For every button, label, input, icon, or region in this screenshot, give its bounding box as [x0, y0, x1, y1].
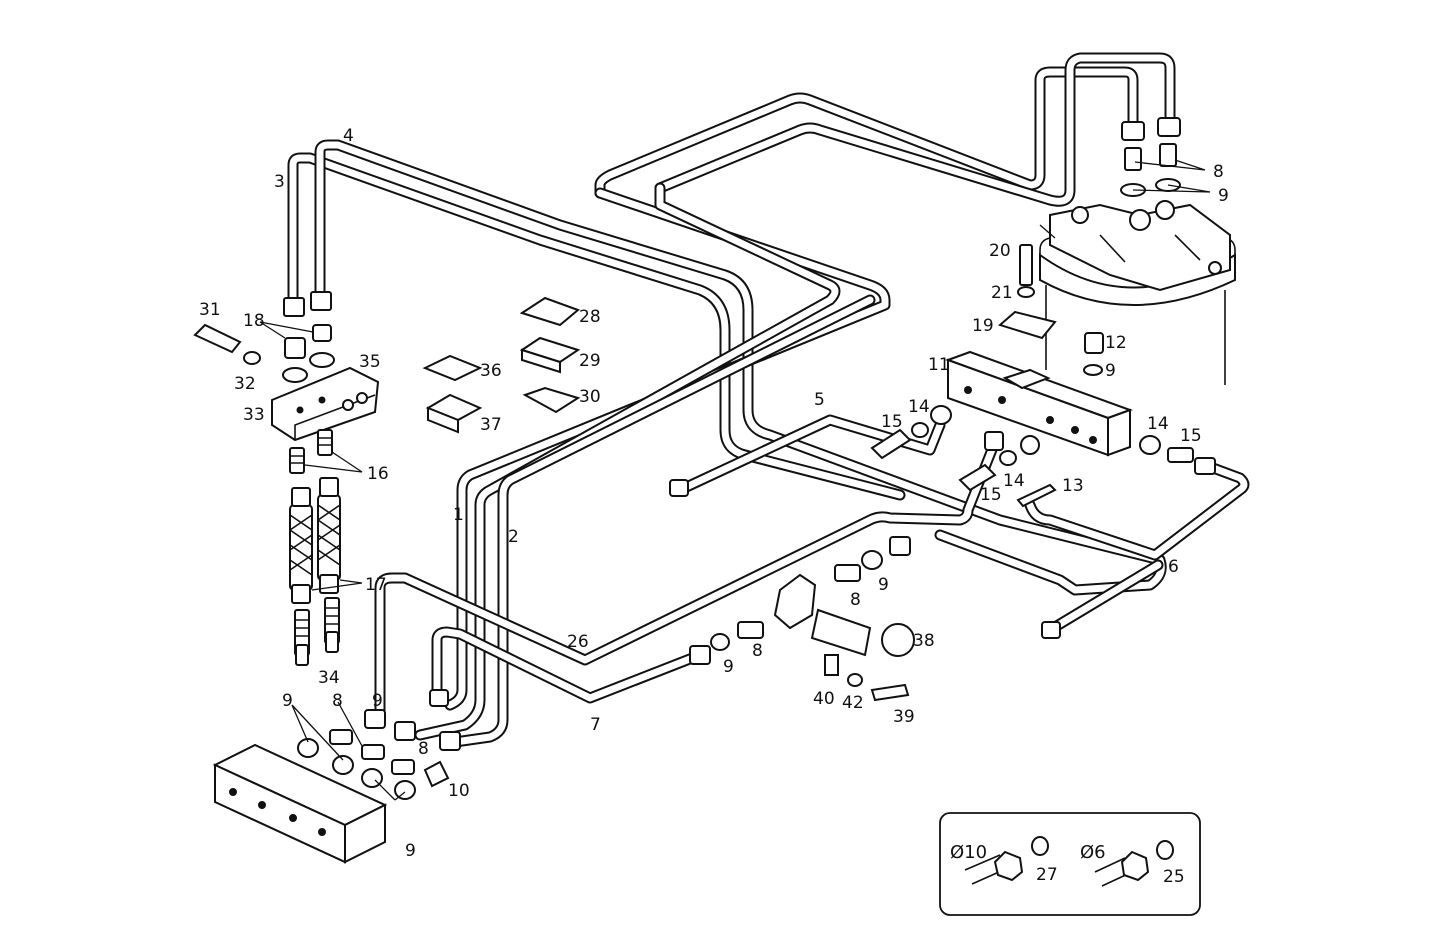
- callout-42: 42: [842, 693, 864, 713]
- leader-lines: [259, 159, 1211, 801]
- fittings: [193, 117, 1216, 800]
- callout-14b: 14: [1003, 471, 1025, 491]
- callout-39: 39: [893, 707, 915, 727]
- clamp-set: [422, 296, 581, 434]
- inset-callout-25: 25: [1163, 867, 1185, 887]
- callout-38: 38: [913, 631, 935, 651]
- callout-5: 5: [814, 390, 825, 410]
- callout-15a: 15: [881, 412, 903, 432]
- callout-9b: 9: [1105, 361, 1116, 381]
- callout-31: 31: [199, 300, 221, 320]
- callout-4: 4: [343, 126, 354, 146]
- bracket-33: [271, 366, 380, 442]
- callout-34: 34: [318, 668, 340, 688]
- callout-30: 30: [579, 387, 601, 407]
- hose-assembly: [289, 429, 341, 666]
- callout-13: 13: [1062, 476, 1084, 496]
- callout-36: 36: [480, 361, 502, 381]
- inset-box: Ø10 Ø6 27 25: [939, 812, 1201, 916]
- callout-8d: 8: [332, 691, 343, 711]
- callout-33: 33: [243, 405, 265, 425]
- inset-callout-27: 27: [1036, 865, 1058, 885]
- callout-18: 18: [243, 311, 265, 331]
- callout-3: 3: [274, 172, 285, 192]
- callout-15b: 15: [980, 485, 1002, 505]
- distribution-block-11: [945, 350, 1133, 457]
- callout-10: 10: [448, 781, 470, 801]
- callout-9a: 9: [1218, 186, 1229, 206]
- callout-16: 16: [367, 464, 389, 484]
- callout-35: 35: [359, 352, 381, 372]
- tube-pipe-2: [449, 294, 876, 748]
- callout-12: 12: [1105, 333, 1127, 353]
- callout-37: 37: [480, 415, 502, 435]
- callout-8a: 8: [1213, 162, 1224, 182]
- callout-7: 7: [590, 715, 601, 735]
- callout-26: 26: [567, 632, 589, 652]
- callout-9g: 9: [372, 691, 383, 711]
- callout-29: 29: [579, 351, 601, 371]
- callout-14c: 14: [1147, 414, 1169, 434]
- callout-9e: 9: [282, 691, 293, 711]
- tube-set: [287, 52, 1250, 748]
- callout-32: 32: [234, 374, 256, 394]
- inset-dia6-label: Ø6: [1080, 842, 1106, 863]
- callout-labels: 1 2 3 4 5 6 7 8 8 8 8 8 9 9 9 9 9 9 9 10…: [199, 126, 1229, 861]
- callout-9c: 9: [878, 575, 889, 595]
- callout-19: 19: [972, 316, 994, 336]
- callout-9d: 9: [723, 657, 734, 677]
- callout-17: 17: [365, 575, 387, 595]
- callout-8c: 8: [752, 641, 763, 661]
- callout-8b: 8: [850, 590, 861, 610]
- callout-14a: 14: [908, 397, 930, 417]
- callout-21: 21: [991, 283, 1013, 303]
- callout-1: 1: [453, 505, 464, 525]
- callout-15c: 15: [1180, 426, 1202, 446]
- manifold-block: [212, 743, 388, 864]
- filter-housing: [1039, 200, 1236, 385]
- callout-40: 40: [813, 689, 835, 709]
- callout-2: 2: [508, 527, 519, 547]
- callout-9f: 9: [405, 841, 416, 861]
- inset-dia10-label: Ø10: [950, 842, 987, 863]
- callout-11: 11: [928, 355, 950, 375]
- callout-6: 6: [1168, 557, 1179, 577]
- callout-8e: 8: [418, 739, 429, 759]
- tube-pipe-top-loop-3: [654, 52, 1176, 207]
- callout-20: 20: [989, 241, 1011, 261]
- callout-28: 28: [579, 307, 601, 327]
